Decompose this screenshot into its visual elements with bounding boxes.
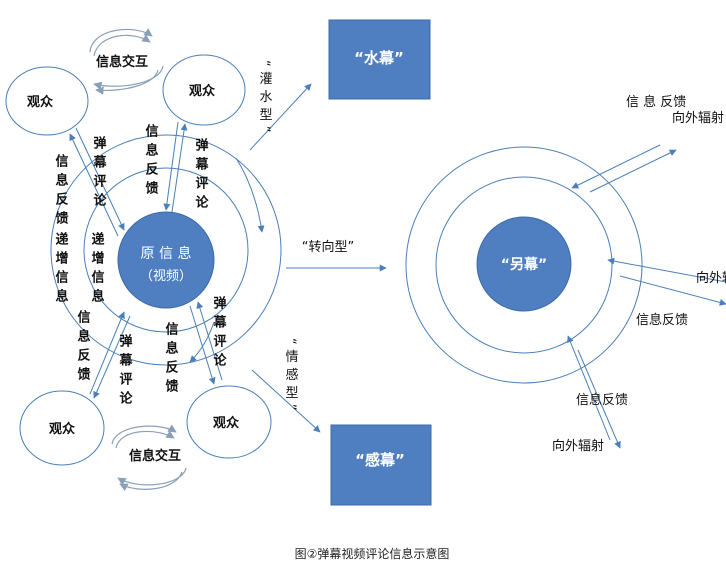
viewer-top-right-label: 观众 xyxy=(189,83,215,99)
qinggan-type-label: “情感型” xyxy=(283,338,299,415)
info-exchange-bottom-arrows xyxy=(111,424,187,492)
another-screen-node xyxy=(476,216,572,312)
info-feedback-bl: 信息反馈 xyxy=(75,309,91,386)
original-info-node xyxy=(117,211,215,309)
danmu-comment-br: 弹幕评论 xyxy=(211,295,228,372)
right-outward-top: 向外辐射 xyxy=(672,110,724,126)
info-exchange-bottom-label: 信息交互 xyxy=(129,448,181,464)
danmu-comment-tl: 弹幕评论 xyxy=(91,135,108,212)
left-outer-ring xyxy=(50,134,282,366)
right-arrows xyxy=(567,144,726,449)
info-exchange-top-arrows xyxy=(89,28,164,95)
left-inner-ring xyxy=(83,167,249,333)
original-info-label-1: 原 信 息 xyxy=(141,245,192,262)
emotion-box-label: “感幕” xyxy=(355,451,405,469)
left-rings xyxy=(50,134,282,366)
right-feedback-bottom: 信息反馈 xyxy=(576,392,628,408)
right-outward-mid: 向外辐射 xyxy=(696,270,726,286)
viewer-bottom-right-label: 观众 xyxy=(213,415,239,431)
water-box-label: “水幕” xyxy=(354,49,404,67)
viewer-bottom-right xyxy=(186,385,272,459)
water-box xyxy=(328,19,431,100)
another-screen-label: “另幕” xyxy=(501,256,547,273)
viewer-center-arrows xyxy=(69,121,265,399)
viewer-bottom-left-label: 观众 xyxy=(49,421,75,437)
viewer-top-left xyxy=(5,66,89,136)
info-exchange-top-label: 信息交互 xyxy=(96,54,148,70)
viewer-bottom-left xyxy=(19,390,105,466)
emotion-box xyxy=(330,424,432,506)
info-feedback-left: 信息反馈 xyxy=(53,153,69,230)
right-outer-ring xyxy=(405,146,643,384)
danmu-comment-tr: 弹幕评论 xyxy=(193,137,210,214)
figure-caption: 图②弹幕视频评论信息示意图 xyxy=(295,546,450,561)
incremental-info-outer: 递增信息 xyxy=(53,231,69,308)
zhuanxiang-type-label: “转向型” xyxy=(302,239,354,255)
right-feedback-mid: 信息反馈 xyxy=(636,312,688,328)
incremental-info-inner: 递增信息 xyxy=(89,231,105,308)
right-feedback-top: 信 息 反馈 xyxy=(626,94,686,110)
info-feedback-tl: 信息反馈 xyxy=(143,123,159,200)
viewer-top-right xyxy=(162,54,246,126)
danmu-comment-bl: 弹幕评论 xyxy=(117,333,134,410)
right-outward-bottom: 向外辐射 xyxy=(552,438,604,454)
guanshui-type-label: “灌水型” xyxy=(257,60,273,137)
original-info-label-2: （视频） xyxy=(140,269,192,284)
info-feedback-br: 信息反馈 xyxy=(163,321,179,398)
right-inner-ring xyxy=(435,176,613,354)
type-arrows xyxy=(249,83,387,433)
viewer-top-left-label: 观众 xyxy=(27,94,53,110)
